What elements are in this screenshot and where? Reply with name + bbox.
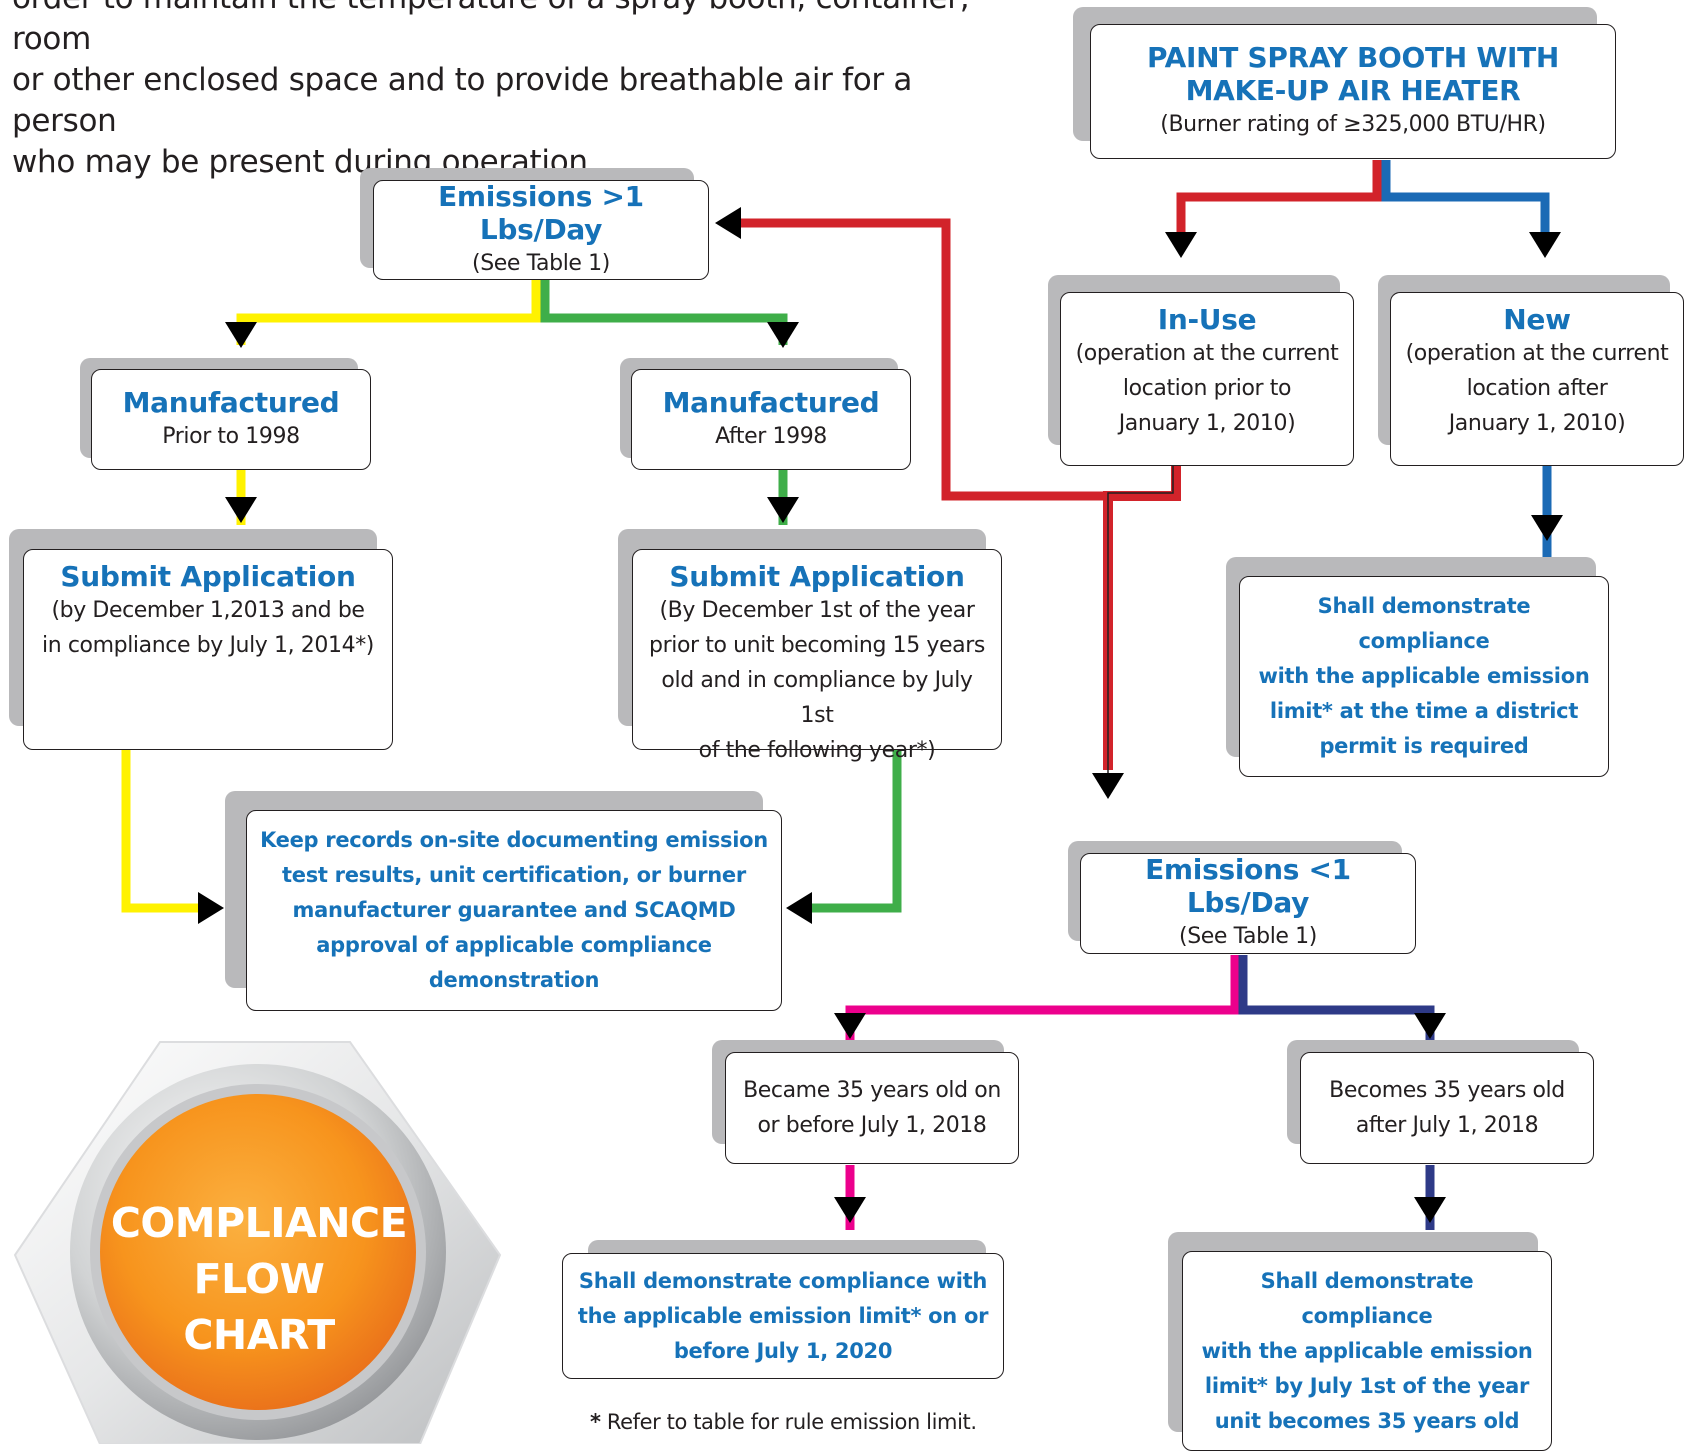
arrow-head-emissions-lt <box>1092 773 1124 799</box>
node-text: or before July 1, 2018 <box>757 1113 987 1138</box>
node-text: manufacturer guarantee and SCAQMD <box>292 898 736 922</box>
node-subtitle: (See Table 1) <box>472 250 610 276</box>
node-new-compliance: Shall demonstrate compliance with the ap… <box>1239 576 1609 777</box>
node-text: before July 1, 2020 <box>673 1338 893 1363</box>
connector-submit-1-records <box>121 750 205 913</box>
compliance-badge-text: COMPLIANCE FLOW CHART <box>100 1195 418 1363</box>
connector-emissions-becomes-35 <box>1238 955 1435 1040</box>
node-title: Manufactured <box>662 385 880 419</box>
intro-line: or other enclosed space and to provide b… <box>12 62 913 139</box>
node-paint-spray-booth: PAINT SPRAY BOOTH WITH MAKE-UP AIR HEATE… <box>1090 24 1616 159</box>
node-manufactured-prior-1998: Manufactured Prior to 1998 <box>91 369 371 470</box>
node-subtitle: January 1, 2010) <box>1448 411 1626 436</box>
node-subtitle: location prior to <box>1122 376 1292 401</box>
node-text: Shall demonstrate compliance with <box>578 1268 988 1293</box>
node-in-use: In-Use (operation at the current locatio… <box>1060 292 1354 466</box>
connector-booth-in-use <box>1176 160 1382 240</box>
node-text: Becomes 35 years old <box>1329 1078 1565 1103</box>
node-text: limit* by July 1st of the year <box>1204 1373 1530 1398</box>
node-text: limit* at the time a district <box>1269 699 1579 723</box>
node-new: New (operation at the current location a… <box>1390 292 1684 466</box>
node-text: demonstration <box>428 968 600 992</box>
node-subtitle: (Burner rating of ≥325,000 BTU/HR) <box>1160 112 1546 137</box>
node-emissions-over-1: Emissions >1 Lbs/Day (See Table 1) <box>373 180 709 280</box>
node-title: PAINT SPRAY BOOTH WITH MAKE-UP AIR HEATE… <box>1146 41 1560 107</box>
node-title: New <box>1503 303 1571 336</box>
arrow-head-in-use <box>1165 232 1197 258</box>
node-title: In-Use <box>1157 303 1257 336</box>
node-text: with the applicable emission <box>1258 664 1590 688</box>
node-subtitle: (operation at the current <box>1075 341 1339 366</box>
arrow-head-comply-2020 <box>834 1197 866 1223</box>
connector-emissions-mfg-prior <box>236 280 541 345</box>
node-title: Manufactured <box>122 385 340 419</box>
footnote-text: Refer to table for rule emission limit. <box>600 1410 977 1434</box>
arrow-head-comply-35 <box>1414 1197 1446 1223</box>
connector-in-use-emissions-lt <box>1103 466 1181 770</box>
node-title: Submit Application <box>669 560 965 593</box>
node-subtitle: prior to unit becoming 15 years <box>649 633 985 658</box>
arrow-head-becomes-35 <box>1414 1013 1446 1039</box>
node-subtitle: (See Table 1) <box>1179 924 1317 949</box>
node-text: Keep records on-site documenting emissio… <box>260 828 768 852</box>
connector-core <box>1107 466 1174 775</box>
node-subtitle: (operation at the current <box>1405 341 1669 366</box>
badge-line: COMPLIANCE <box>110 1199 408 1247</box>
node-subtitle: (By December 1st of the year <box>659 598 975 623</box>
node-title: Emissions >1 Lbs/Day <box>438 179 644 246</box>
node-text: approval of applicable compliance <box>316 933 712 957</box>
node-text: Became 35 years old on <box>743 1078 1001 1103</box>
badge-line: FLOW <box>193 1255 325 1303</box>
node-subtitle: (by December 1,2013 and be <box>51 598 365 623</box>
footnote: * Refer to table for rule emission limit… <box>590 1410 977 1434</box>
node-submit-application-2: Submit Application (By December 1st of t… <box>632 549 1002 763</box>
node-title: Submit Application <box>60 560 356 593</box>
node-text: the applicable emission limit* on or <box>577 1303 989 1328</box>
connector-emissions-became-35 <box>845 955 1240 1040</box>
arrow-head-mfg-after <box>767 322 799 348</box>
node-emissions-under-1: Emissions <1 Lbs/Day (See Table 1) <box>1080 853 1416 954</box>
node-subtitle: After 1998 <box>715 423 827 449</box>
node-subtitle: of the following year*) <box>698 738 936 763</box>
arrow-head-new <box>1529 232 1561 258</box>
node-text: test results, unit certification, or bur… <box>282 863 746 887</box>
badge-line: CHART <box>183 1311 335 1359</box>
node-submit-application-1: Submit Application (by December 1,2013 a… <box>23 549 393 750</box>
connector-submit-2-records <box>800 750 902 913</box>
arrow-head-became-35 <box>834 1013 866 1039</box>
node-title: Emissions <1 Lbs/Day <box>1145 853 1351 919</box>
node-subtitle: January 1, 2010) <box>1118 411 1296 436</box>
node-became-35-on-or-before: Became 35 years old on or before July 1,… <box>725 1052 1019 1164</box>
node-comply-at-35: Shall demonstrate compliance with the ap… <box>1182 1251 1552 1451</box>
node-becomes-35-after: Becomes 35 years old after July 1, 2018 <box>1300 1052 1594 1164</box>
node-text: unit becomes 35 years old <box>1214 1408 1520 1433</box>
compliance-badge-graphic <box>13 1041 502 1444</box>
node-subtitle: location after <box>1466 376 1608 401</box>
node-subtitle: Prior to 1998 <box>162 423 300 449</box>
arrow-head-records-left <box>198 892 224 924</box>
arrow-head-records-right <box>786 892 812 924</box>
connector-emissions-mfg-after <box>540 280 788 345</box>
node-keep-records: Keep records on-site documenting emissio… <box>246 810 782 1011</box>
arrow-head-submit-1 <box>225 497 257 523</box>
intro-line: order to maintain the temperature of a s… <box>12 0 970 57</box>
connector-booth-new <box>1381 160 1550 240</box>
node-subtitle: old and in compliance by July 1st <box>661 668 973 728</box>
node-text: permit is required <box>1319 734 1529 758</box>
node-text: with the applicable emission <box>1201 1338 1533 1363</box>
arrow-head-emissions-gt <box>715 207 741 239</box>
arrow-head-new-comply <box>1531 515 1563 541</box>
node-comply-by-2020: Shall demonstrate compliance with the ap… <box>562 1253 1004 1379</box>
badge-orange-disc <box>100 1094 416 1410</box>
arrow-head-submit-2 <box>767 497 799 523</box>
node-text: after July 1, 2018 <box>1355 1113 1539 1138</box>
node-text: Shall demonstrate compliance <box>1260 1268 1474 1328</box>
node-manufactured-after-1998: Manufactured After 1998 <box>631 369 911 470</box>
arrow-head-mfg-prior <box>225 322 257 348</box>
node-subtitle: in compliance by July 1, 2014*) <box>42 633 374 658</box>
node-text: Shall demonstrate compliance <box>1317 594 1531 653</box>
footnote-star: * <box>590 1410 601 1434</box>
